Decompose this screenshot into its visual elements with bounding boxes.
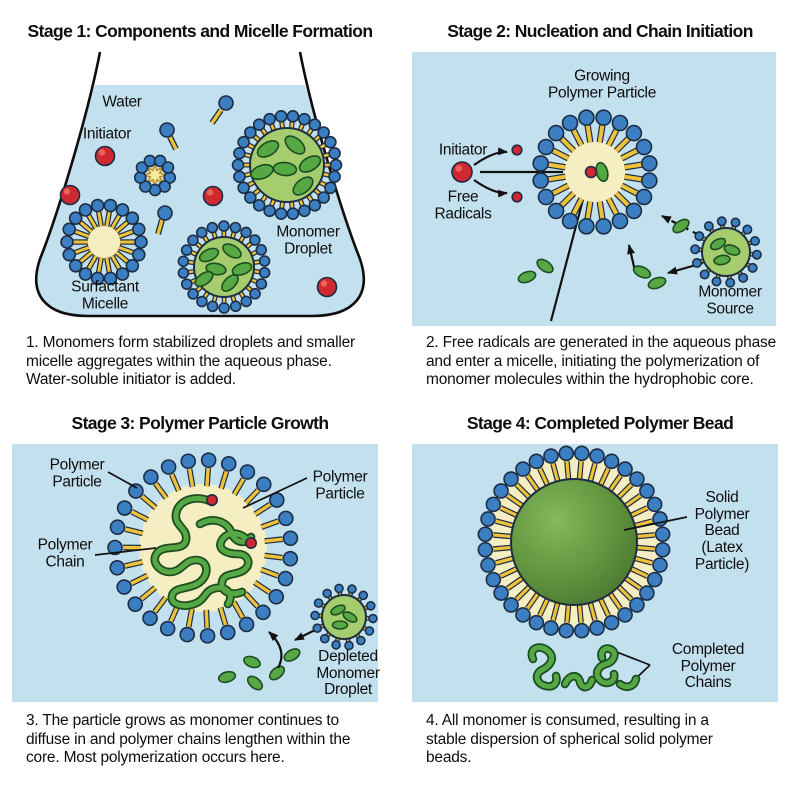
free-surfactant-molecule [155,205,173,235]
stage-2-title: Stage 2: Nucleation and Chain Initiation [447,21,753,41]
polymer-particle [107,452,299,644]
stage-3-title: Stage 3: Polymer Particle Growth [71,413,330,433]
initiator-sphere [59,184,81,206]
initiator-sphere [94,145,116,167]
monomer-droplet-small [177,220,271,314]
stage-4-caption: 4. All monomer is consumed, resulting in… [426,712,713,767]
initiator-sphere [451,161,473,183]
stage-2-caption: 2. Free radicals are generated in the aq… [426,334,776,389]
free-surfactant-molecule [159,122,179,151]
stage-1-illustration [35,51,365,318]
radical-chain-end [206,493,219,506]
radical-generation-arrows [473,147,588,322]
label-leader-lines [94,471,308,556]
initiator-sphere [316,276,338,298]
free-surfactant-molecule [209,95,234,125]
free-radical [511,191,523,203]
free-monomer-molecules [517,218,690,290]
solid-polymer-bead [477,445,671,639]
stage-4-illustration [412,444,778,702]
growing-polymer-particle [532,109,658,235]
radical-in-core [584,165,598,179]
stage-3-caption: 3. The particle grows as monomer continu… [26,712,351,767]
stage-2-panel: Stage 2: Nucleation and Chain Initiation [400,0,800,400]
depleted-monomer-droplet [310,583,378,651]
monomer-source-droplet [690,216,762,288]
forming-micelle [133,154,177,197]
polymer-chains [150,493,258,610]
stage-1-title: Stage 1: Components and Micelle Formatio… [27,21,374,41]
free-radical [511,144,523,156]
stage-1-panel: Stage 1: Components and Micelle Formatio… [0,0,400,400]
surfactant-micelle [60,198,148,286]
completed-polymer-chains [527,643,641,692]
radical-chain-end [245,537,258,550]
stage-3-panel: Stage 3: Polymer Particle Growth [0,400,400,800]
stage-4-title: Stage 4: Completed Polymer Bead [466,413,734,433]
stage-3-illustration [12,444,378,702]
stage-2-illustration [412,52,776,326]
initiator-sphere [202,185,224,207]
monomer-droplet-large [231,110,343,220]
stage-4-panel: Stage 4: Completed Polymer Bead [400,400,800,800]
diffusing-monomer-molecules [217,648,301,691]
stage-1-caption: 1. Monomers form stabilized droplets and… [26,334,355,389]
